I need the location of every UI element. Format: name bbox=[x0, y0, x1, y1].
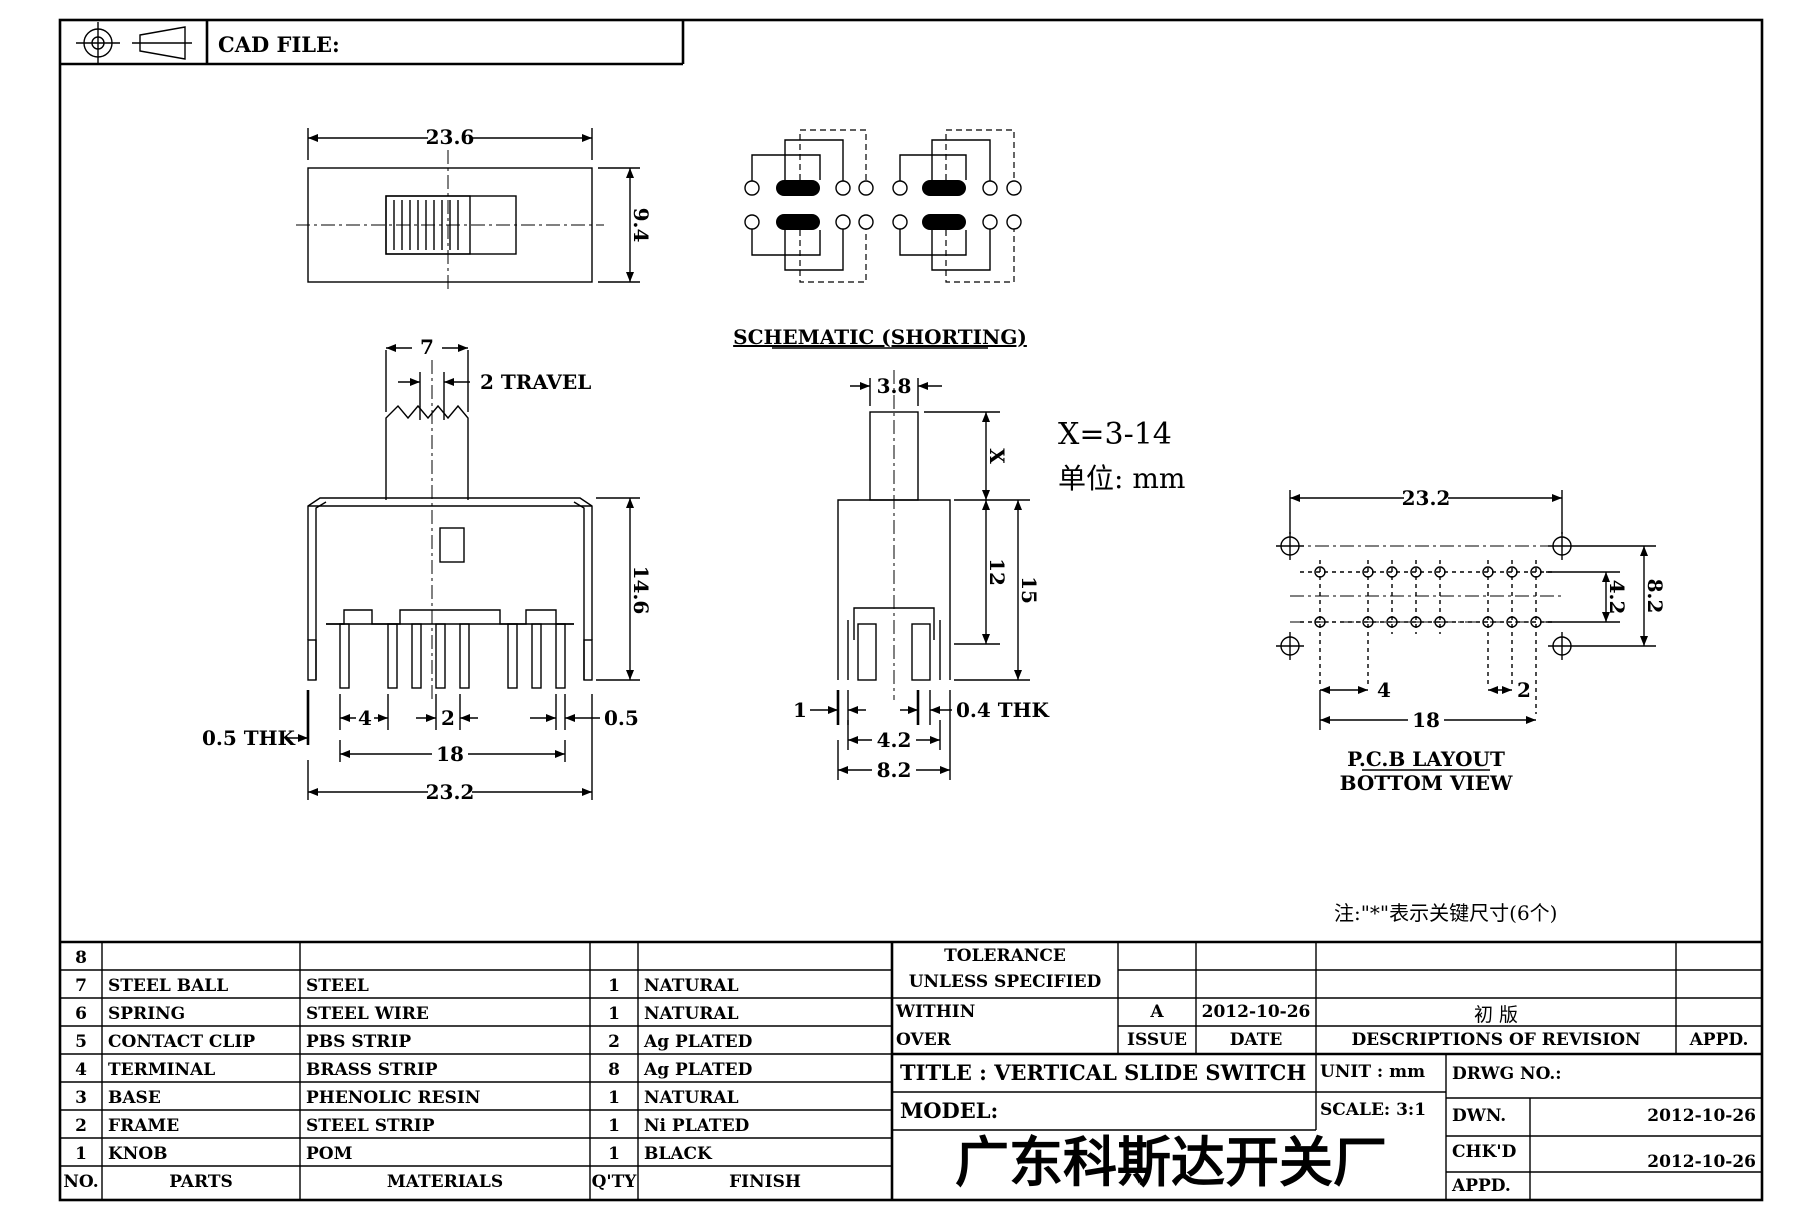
bom-cell-no: 6 bbox=[75, 1004, 87, 1024]
bom-cell-part: TERMINAL bbox=[108, 1060, 216, 1080]
bom-cell-part: SPRING bbox=[108, 1004, 186, 1024]
bom-cell-no: 1 bbox=[75, 1144, 87, 1164]
projection-symbol-icon bbox=[76, 22, 192, 64]
bom-cell-no: 5 bbox=[75, 1032, 87, 1052]
pcb-width-dim: 23.2 bbox=[1402, 486, 1451, 510]
bom-cell-qty: 8 bbox=[608, 1060, 620, 1080]
travel-label: 2 TRAVEL bbox=[480, 370, 591, 394]
front-view: 7 2 TRAVEL bbox=[202, 334, 653, 804]
side-dim-12: 12 bbox=[985, 558, 1009, 586]
bom-table bbox=[60, 940, 1762, 1200]
side-dim-15: 15 bbox=[1017, 576, 1041, 604]
bom-cell-no: 2 bbox=[75, 1116, 87, 1136]
cad-file-label: CAD FILE: bbox=[218, 32, 340, 57]
bom-cell-finish: Ag PLATED bbox=[644, 1032, 753, 1052]
pcb-title: P.C.B LAYOUT bbox=[1347, 747, 1505, 771]
bom-cell-material: STEEL WIRE bbox=[306, 1004, 429, 1024]
pcb-dim-82: 8.2 bbox=[1643, 579, 1667, 614]
bom-cell-finish: BLACK bbox=[644, 1144, 712, 1164]
knob-width-dim: 7 bbox=[420, 335, 434, 359]
bom-header-qty: Q'TY bbox=[591, 1172, 637, 1192]
bom-cell-material: PBS STRIP bbox=[306, 1032, 412, 1052]
bom-cell-part: BASE bbox=[108, 1088, 161, 1108]
bom-cell-part: STEEL BALL bbox=[108, 976, 229, 996]
note-unit: 单位: mm bbox=[1058, 462, 1185, 495]
bom-header-finish: FINISH bbox=[729, 1172, 801, 1192]
bom-cell-part: CONTACT CLIP bbox=[108, 1032, 256, 1052]
bom-cell-material: STEEL STRIP bbox=[306, 1116, 435, 1136]
bom-cell-no: 3 bbox=[75, 1088, 87, 1108]
bom-cell-part: FRAME bbox=[108, 1116, 180, 1136]
side-thk-label: 0.4 THK bbox=[956, 698, 1050, 722]
side-dim-42: 4.2 bbox=[877, 728, 912, 752]
bom-header-no: NO. bbox=[63, 1172, 99, 1192]
body-height-dim: 14.6 bbox=[629, 566, 653, 615]
bom-cell-finish: NATURAL bbox=[644, 976, 739, 996]
bom-cell-material: BRASS STRIP bbox=[306, 1060, 438, 1080]
front-pin-width: 0.5 bbox=[604, 706, 639, 730]
bom-cell-qty: 2 bbox=[608, 1032, 620, 1052]
bom-cell-material: STEEL bbox=[306, 976, 369, 996]
pcb-layout: 23.2 4.2 8.2 4 2 18 P.C.B LAYOUT bbox=[1276, 486, 1667, 795]
bom-cell-qty: 1 bbox=[608, 1004, 620, 1024]
bom-cell-qty: 1 bbox=[608, 976, 620, 996]
bom-header-material: MATERIALS bbox=[386, 1172, 504, 1192]
pcb-pitch-2: 2 bbox=[1517, 678, 1531, 702]
bom-cell-no: 4 bbox=[75, 1060, 87, 1080]
key-dim-footnote: 注:"*"表示关键尺寸(6个) bbox=[1334, 901, 1557, 925]
top-width-dim: 23.6 bbox=[426, 125, 475, 149]
bom-cell-qty: 1 bbox=[608, 1116, 620, 1136]
pcb-subtitle: BOTTOM VIEW bbox=[1340, 771, 1513, 795]
bom-cell-finish: NATURAL bbox=[644, 1004, 739, 1024]
bom-cell-no: 7 bbox=[75, 976, 87, 996]
schematic-title: SCHEMATIC (SHORTING) bbox=[733, 325, 1027, 349]
side-dim-82: 8.2 bbox=[877, 758, 912, 782]
top-height-dim: 9.4 bbox=[629, 208, 653, 243]
bom-cell-qty: 1 bbox=[608, 1144, 620, 1164]
bom-cell-qty: 1 bbox=[608, 1088, 620, 1108]
top-view: 23.6 9.4 bbox=[296, 124, 653, 292]
pcb-span-18: 18 bbox=[1412, 708, 1440, 732]
bom-header-part: PARTS bbox=[169, 1172, 233, 1192]
bom-cell-finish: Ni PLATED bbox=[644, 1116, 750, 1136]
bom-cell-material: POM bbox=[306, 1144, 353, 1164]
side-view: 3.8 X 12 15 1 0.4 THK bbox=[793, 370, 1050, 782]
bom-cell-finish: Ag PLATED bbox=[644, 1060, 753, 1080]
bom-cell-finish: NATURAL bbox=[644, 1088, 739, 1108]
sheet-border bbox=[58, 18, 1764, 1202]
header-block: CAD FILE: bbox=[60, 20, 685, 66]
front-pitch-2: 2 bbox=[441, 706, 455, 730]
side-x-dim: X bbox=[985, 448, 1009, 464]
schematic-diagram: SCHEMATIC (SHORTING) bbox=[733, 129, 1027, 349]
front-pitch-4: 4 bbox=[358, 706, 372, 730]
bom-cell-no: 8 bbox=[75, 948, 87, 968]
bom-cell-part: KNOB bbox=[108, 1144, 168, 1164]
side-dim-1: 1 bbox=[793, 698, 807, 722]
note-x-range: X=3-14 bbox=[1058, 417, 1172, 452]
pcb-pitch-4: 4 bbox=[1377, 678, 1391, 702]
front-thk-label: 0.5 THK bbox=[202, 726, 296, 750]
bom-cell-material: PHENOLIC RESIN bbox=[306, 1088, 481, 1108]
front-body-width: 23.2 bbox=[426, 780, 475, 804]
title-block bbox=[892, 942, 1762, 1200]
side-knob-dim: 3.8 bbox=[877, 374, 912, 398]
front-pin-span: 18 bbox=[436, 742, 464, 766]
pcb-dim-42: 4.2 bbox=[1605, 580, 1629, 615]
